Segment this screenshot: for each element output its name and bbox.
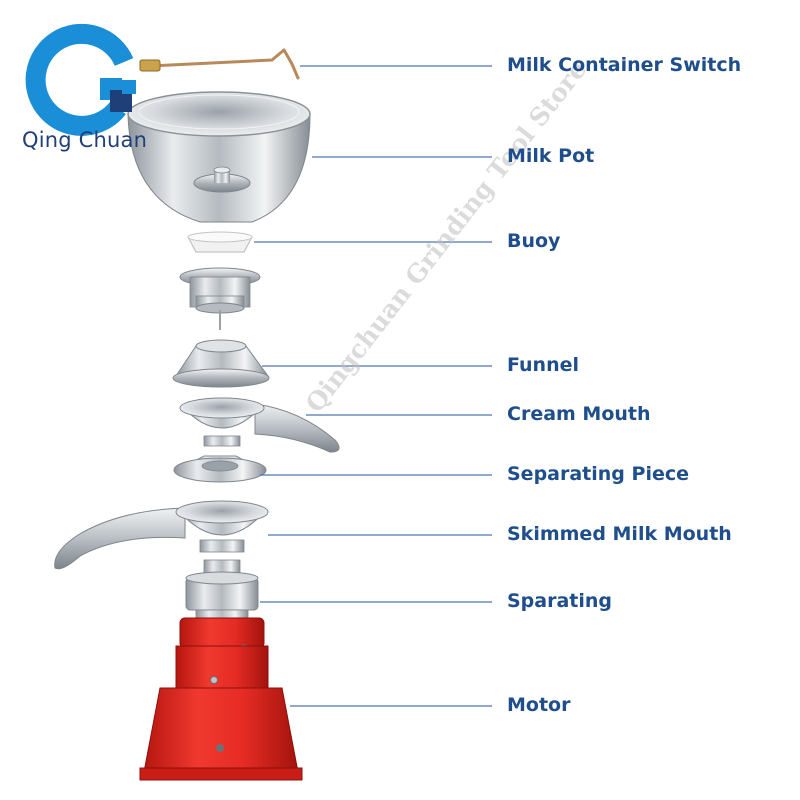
label-milk-pot: Milk Pot	[507, 145, 595, 167]
label-sparating: Sparating	[507, 590, 613, 612]
separating-piece-part	[173, 455, 267, 483]
brand-name: Qing Chuan	[22, 128, 148, 152]
funnel-part	[172, 339, 270, 388]
label-skimmed-milk-mouth: Skimmed Milk Mouth	[507, 523, 732, 545]
label-motor: Motor	[507, 694, 571, 716]
cream-mouth-part	[179, 397, 340, 453]
label-separating-piece: Separating Piece	[507, 463, 689, 485]
label-buoy: Buoy	[507, 230, 561, 252]
float-assembly-part	[179, 267, 261, 330]
label-milk-container-switch: Milk Container Switch	[507, 54, 742, 76]
milk-pot-part	[127, 91, 311, 223]
label-funnel: Funnel	[507, 354, 580, 376]
leader-lines	[254, 65, 492, 707]
sparating-part	[185, 559, 259, 623]
motor-part	[139, 617, 303, 781]
skimmed-milk-mouth-part	[54, 500, 269, 570]
milk-container-switch-part	[139, 48, 300, 80]
buoy-part	[187, 231, 253, 253]
label-cream-mouth: Cream Mouth	[507, 403, 651, 425]
qing-chuan-logo	[25, 23, 136, 136]
